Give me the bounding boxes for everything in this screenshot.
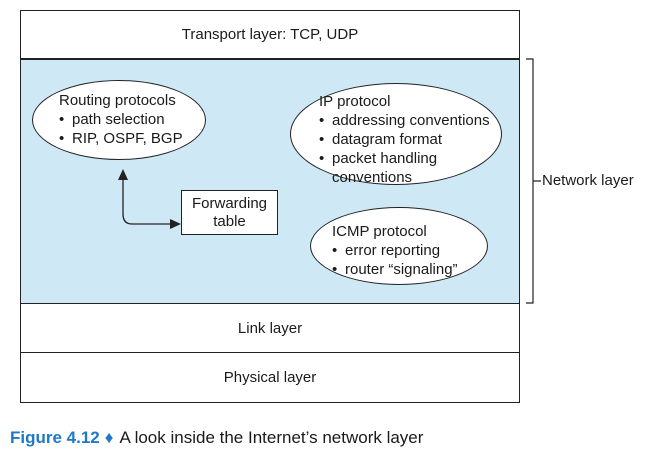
transport-layer-label: Transport layer: TCP, UDP	[181, 26, 359, 43]
caption-diamond-icon: ♦	[104, 428, 114, 447]
physical-layer-box: Physical layer	[20, 352, 520, 403]
ip-protocol-ellipse: IP protocol addressing conventions datag…	[290, 83, 502, 186]
ip-item-datagram-format: datagram format	[319, 130, 490, 149]
icmp-item-error-reporting: error reporting	[332, 241, 458, 260]
forwarding-table-line2: table	[213, 213, 246, 230]
icmp-protocol-ellipse: ICMP protocol error reporting router “si…	[310, 207, 488, 285]
figure-caption: Figure 4.12♦ A look inside the Internet’s…	[10, 428, 423, 448]
ip-item-conventions: conventions	[332, 169, 413, 186]
routing-protocols-ellipse: Routing protocols path selection RIP, OS…	[32, 80, 206, 160]
network-layer-bracket	[526, 58, 541, 304]
transport-layer-box: Transport layer: TCP, UDP	[20, 10, 520, 59]
caption-figure-number: Figure 4.12	[10, 428, 100, 447]
network-layer-bracket-label: Network layer	[542, 172, 634, 189]
ip-item-packet-handling: packet handling	[319, 149, 490, 168]
routing-item-path-selection: path selection	[59, 110, 183, 129]
link-layer-box: Link layer	[20, 303, 520, 353]
ip-protocol-title: IP protocol	[319, 93, 391, 110]
forwarding-table-box: Forwarding table	[181, 190, 278, 235]
routing-protocols-title: Routing protocols	[59, 92, 176, 109]
icmp-item-router-signaling: router “signaling”	[332, 260, 458, 279]
link-layer-label: Link layer	[237, 319, 303, 337]
forwarding-table-line1: Forwarding	[191, 195, 268, 212]
icmp-protocol-title: ICMP protocol	[332, 223, 427, 240]
caption-text: A look inside the Internet’s network lay…	[119, 428, 424, 447]
ip-item-addressing: addressing conventions	[319, 111, 490, 130]
routing-item-protocols: RIP, OSPF, BGP	[59, 129, 183, 148]
physical-layer-label: Physical layer	[223, 369, 317, 386]
